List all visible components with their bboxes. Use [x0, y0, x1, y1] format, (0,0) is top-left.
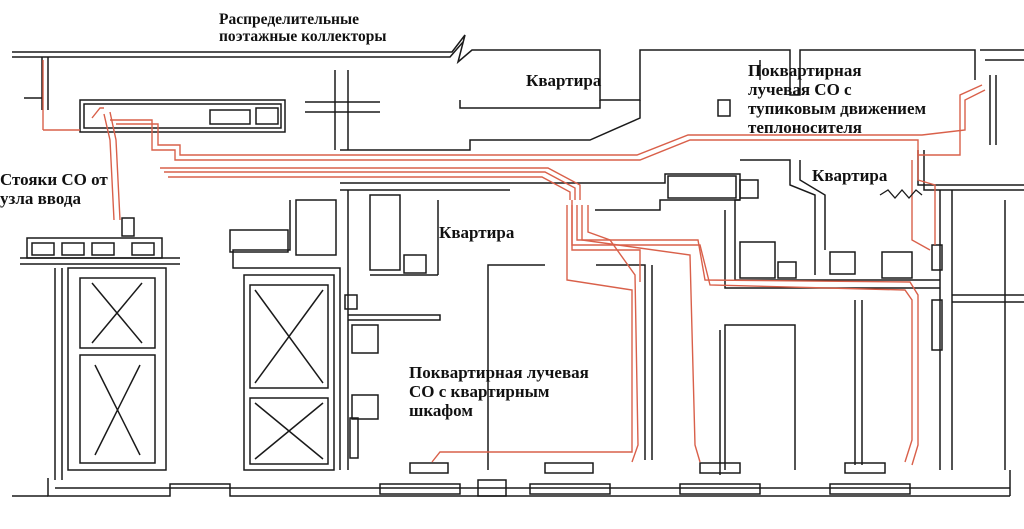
apartment-label-top: Квартира	[526, 71, 602, 90]
apartment-label-right: Квартира	[812, 166, 888, 185]
risers-label: Стояки СО от узла ввода	[0, 170, 108, 209]
walls	[12, 34, 1024, 497]
heating-pipes	[42, 60, 986, 466]
radial-dead-end-label: Поквартирная лучевая СО с тупиковым движ…	[748, 61, 927, 138]
flex-connector	[879, 189, 923, 199]
collectors-label: Распределительные поэтажные коллекторы	[219, 11, 387, 46]
apartment-label-center: Квартира	[439, 223, 515, 242]
radial-cabinet-label: Поквартирная лучевая СО с квартирным шка…	[409, 363, 589, 421]
